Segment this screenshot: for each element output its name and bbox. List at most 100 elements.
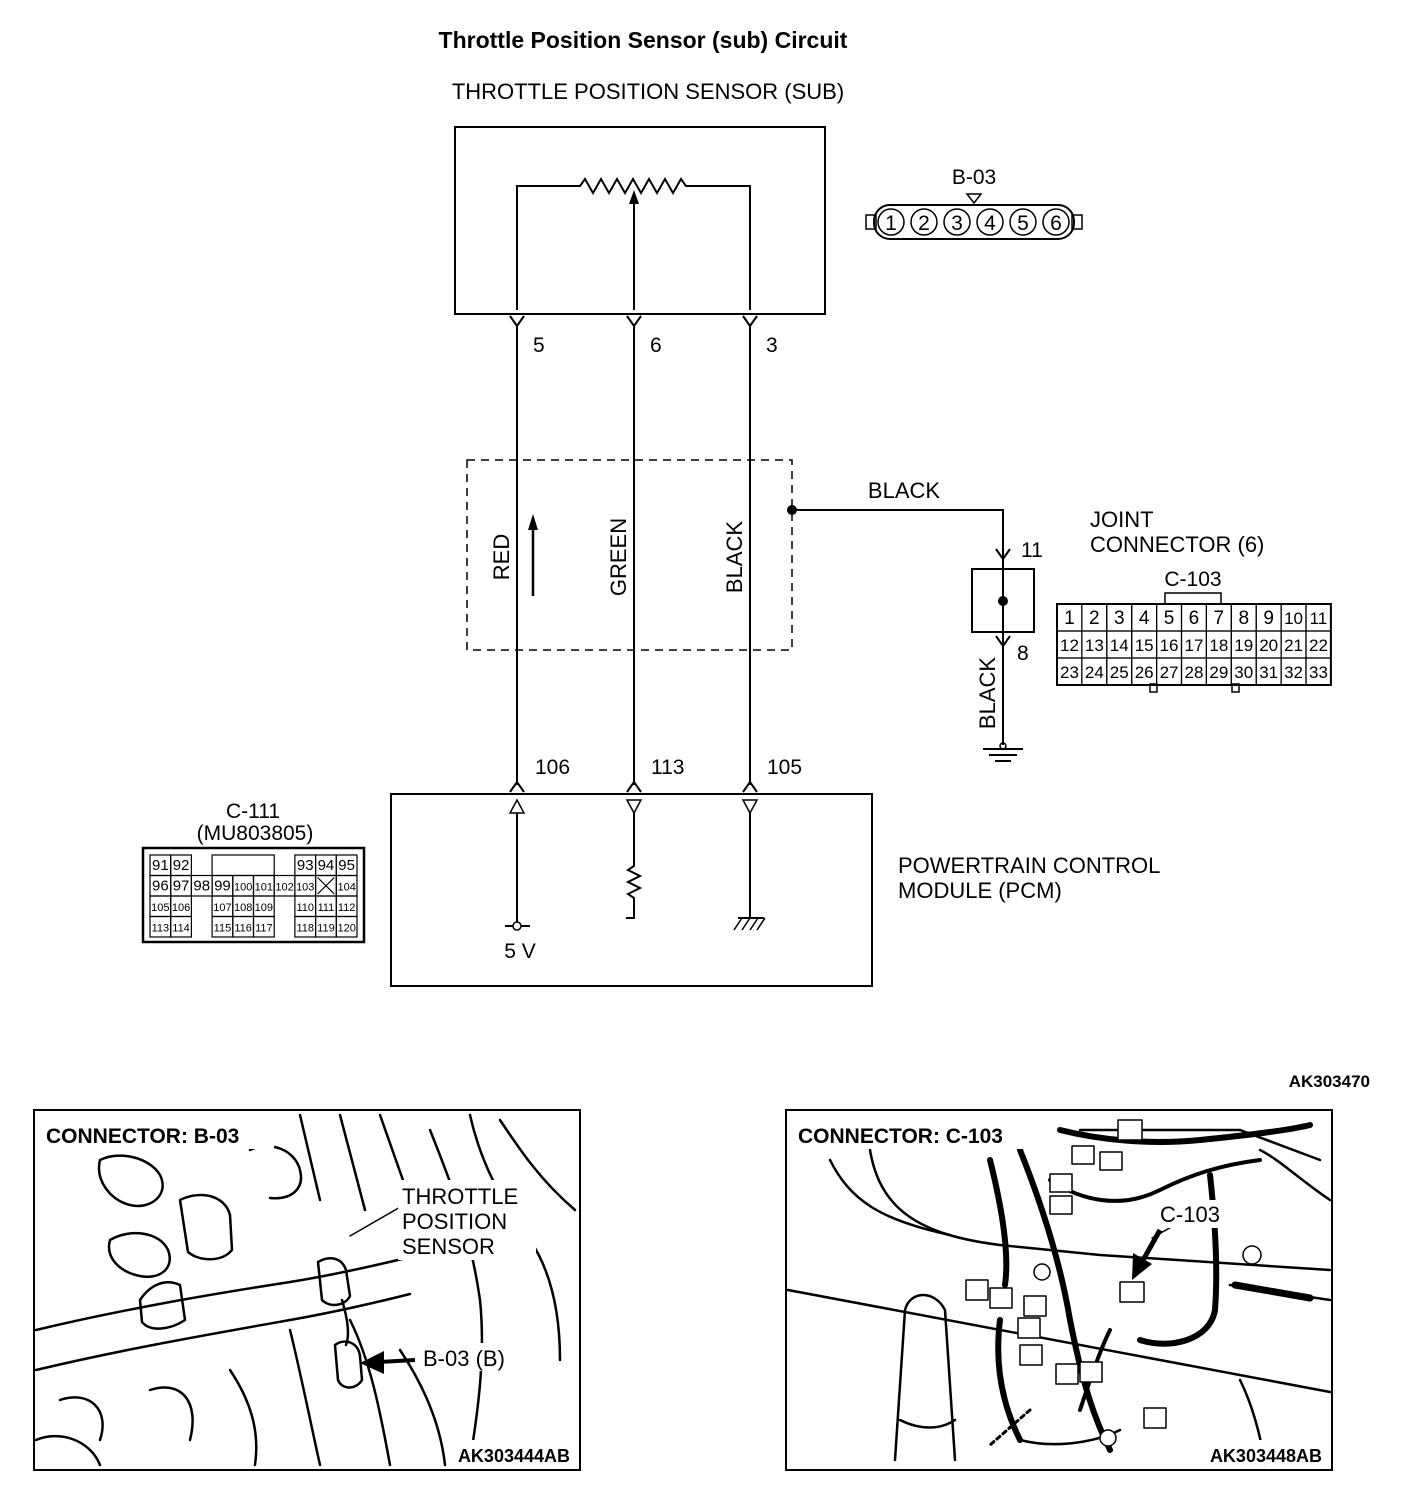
c111-pin-label: 108 — [234, 902, 252, 914]
panel-left-callout-2: POSITION — [402, 1209, 507, 1234]
c103-pin-label: 32 — [1284, 663, 1303, 682]
b03-pin-6: 6 — [1050, 212, 1062, 235]
c103-pin-label: 15 — [1135, 636, 1154, 655]
c111-pin-label: 103 — [296, 882, 314, 894]
c103-pin-label: 20 — [1259, 636, 1278, 655]
c103-pin-label: 27 — [1160, 663, 1179, 682]
c103-pin-label: 14 — [1110, 636, 1129, 655]
c103-id: C-103 — [1164, 568, 1221, 591]
c103-pin-label: 18 — [1209, 636, 1228, 655]
c103-pin-label: 2 — [1089, 608, 1100, 629]
c103-pin-label: 6 — [1189, 608, 1200, 629]
pcm-label-2: MODULE (PCM) — [898, 878, 1062, 903]
c103-pin-label: 29 — [1209, 663, 1228, 682]
c111-pin-label: 118 — [296, 923, 314, 935]
signal-direction-arrow — [528, 514, 538, 596]
c103-pin-label: 5 — [1164, 608, 1175, 629]
c103-pin-label: 26 — [1135, 663, 1154, 682]
c111-pin-label: 92 — [173, 857, 190, 874]
c111-pin-label: 96 — [152, 878, 169, 895]
c111-pin-label: 93 — [297, 857, 314, 874]
c111-pin-label: 111 — [318, 902, 335, 914]
c111-pin-label: 109 — [255, 902, 273, 914]
c103-pin-label: 19 — [1234, 636, 1253, 655]
c111-pin-label: 110 — [296, 902, 314, 914]
b03-pin-5: 5 — [1017, 212, 1029, 235]
c111-pin-label: 97 — [173, 878, 190, 895]
wire-label-ground-black: BLACK — [975, 657, 1000, 729]
pcm-label-1: POWERTRAIN CONTROL — [898, 853, 1160, 878]
pcm-pin-arrows — [509, 780, 758, 793]
sensor-pin-arrows — [509, 315, 758, 328]
b03-pin-2: 2 — [918, 212, 930, 235]
b03-connector-illustration — [333, 1298, 364, 1389]
c103-pin-label: 31 — [1259, 663, 1278, 682]
c111-pin-label: 102 — [275, 882, 293, 894]
c103-pin-label: 8 — [1238, 608, 1249, 629]
c111-pin-label: 101 — [255, 882, 273, 894]
c103-pin-label: 21 — [1284, 636, 1303, 655]
panel-left-arrow-label: B-03 (B) — [423, 1346, 505, 1371]
pcm-supply-label: 5 V — [504, 940, 536, 963]
sensor-box — [454, 126, 826, 315]
c111-pin-label: 115 — [214, 923, 232, 935]
sensor-label: THROTTLE POSITION SENSOR (SUB) — [452, 79, 844, 104]
connector-b03-marker — [965, 193, 983, 205]
c103-pin-label: 30 — [1234, 663, 1253, 682]
connector-b03-label: B-03 — [952, 166, 996, 189]
c111-pin-label: 114 — [172, 923, 190, 935]
c103-pin-label: 33 — [1309, 663, 1328, 682]
panel-right — [785, 1109, 1333, 1471]
c103-pin-label: 28 — [1184, 663, 1203, 682]
harness-dashed-box — [466, 459, 793, 651]
pcm-pin-105: 105 — [767, 756, 802, 779]
c103-pin-label: 11 — [1310, 609, 1328, 628]
c103-arrow — [1132, 1228, 1163, 1280]
sensor-pin-3: 3 — [766, 334, 778, 357]
connector-blocks — [965, 1119, 1262, 1447]
c111-pin-label: 91 — [152, 857, 169, 874]
c103-pin-label: 4 — [1139, 608, 1150, 629]
pcm-internal-5v — [505, 798, 530, 931]
b03-pin-3: 3 — [951, 212, 963, 235]
c111-pin-label: 99 — [214, 878, 231, 895]
c111-pin-label: 104 — [337, 882, 355, 894]
panel-left-callout-3: SENSOR — [402, 1234, 495, 1259]
c111-id: C-111 — [226, 800, 280, 823]
c111-pin-label: 100 — [234, 882, 252, 894]
c103-pin-label: 16 — [1160, 636, 1179, 655]
c103-pin-label: 1 — [1064, 608, 1075, 629]
panel-right-arrow-label: C-103 — [1160, 1202, 1220, 1227]
joint-connector-label-1: JOINT — [1090, 507, 1154, 532]
c103-pin-label: 23 — [1060, 663, 1079, 682]
c111-pin-label: 119 — [317, 923, 335, 935]
panel-left-code: AK303444AB — [458, 1446, 570, 1466]
c111-pin-label: 112 — [338, 902, 356, 914]
sensor-pin-6: 6 — [650, 334, 662, 357]
pcm-internal-ground — [733, 799, 766, 931]
panel-left-callout-1: THROTTLE — [402, 1184, 518, 1209]
wires — [516, 326, 751, 785]
c111-pin-label: 98 — [193, 878, 210, 895]
c103-pin-label: 9 — [1263, 608, 1274, 629]
c103-pin-label: 7 — [1214, 608, 1225, 629]
potentiometer-symbol — [516, 176, 751, 310]
panel-right-code: AK303448AB — [1210, 1446, 1322, 1466]
c111-pin-label: 117 — [255, 923, 273, 935]
c111-pin-label: 94 — [318, 857, 335, 874]
c103-pin-label: 3 — [1114, 608, 1125, 629]
pcm-internal-resistor — [625, 799, 643, 919]
joint-connector-label-2: CONNECTOR (6) — [1090, 532, 1264, 557]
c111-frame — [141, 846, 366, 944]
wire-label-black: BLACK — [722, 521, 747, 593]
joint-pin-in: 11 — [1021, 539, 1043, 562]
diagram-title: Throttle Position Sensor (sub) Circuit — [439, 27, 848, 53]
c103-key — [1164, 592, 1222, 605]
c103-pin-label: 13 — [1085, 636, 1104, 655]
c111-pin-label: 107 — [213, 902, 231, 914]
wire-label-red: RED — [489, 534, 514, 580]
pcm-pin-106: 106 — [535, 756, 570, 779]
